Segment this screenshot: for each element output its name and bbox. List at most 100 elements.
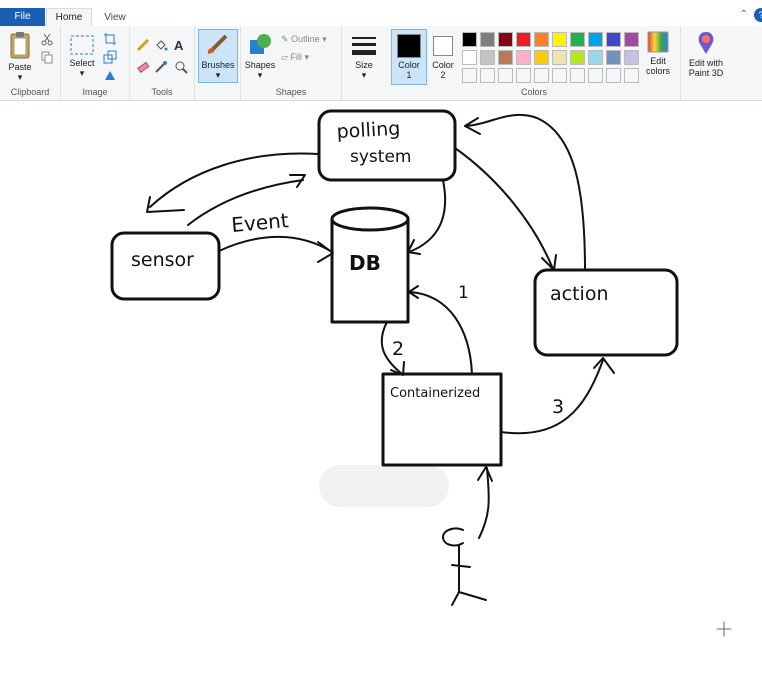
chevron-down-icon: ▾ <box>79 68 85 78</box>
custom-color-slot[interactable] <box>498 68 513 83</box>
palette-swatch[interactable] <box>498 32 513 47</box>
palette-swatch[interactable] <box>624 50 639 65</box>
floating-toolbar-ghost <box>319 465 449 507</box>
custom-color-slot[interactable] <box>462 68 477 83</box>
color2-button[interactable]: Color 2 <box>428 30 458 80</box>
outline-button[interactable]: ✎ Outline ▾ <box>281 34 327 44</box>
custom-color-slot[interactable] <box>534 68 549 83</box>
paste-button[interactable]: Paste ▾ <box>4 30 36 82</box>
color-picker-icon[interactable] <box>154 60 168 74</box>
step-3-label: 3 <box>552 396 564 418</box>
edit-with-paint3d-button[interactable]: Edit with Paint 3D <box>683 30 729 78</box>
tools-group-label: Tools <box>151 87 173 97</box>
arrow-sensor-to-polling <box>187 179 304 226</box>
ribbon: Paste ▾ Clipboard Select ▾ Image <box>0 26 762 101</box>
palette-swatch[interactable] <box>480 32 495 47</box>
edit-colors-line1: Edit <box>650 56 666 66</box>
edit-colors-line2: colors <box>645 66 670 76</box>
size-button[interactable]: Size ▾ <box>348 34 380 80</box>
edit-colors-button[interactable]: Edit colors <box>640 30 676 76</box>
resize-icon[interactable] <box>103 50 117 64</box>
eraser-icon[interactable] <box>136 60 150 74</box>
image-group-label: Image <box>82 87 108 97</box>
custom-color-slot[interactable] <box>552 68 567 83</box>
palette-swatch[interactable] <box>498 50 513 65</box>
copy-icon[interactable] <box>40 50 54 64</box>
palette-swatch[interactable] <box>462 50 477 65</box>
text-tool-icon[interactable]: A <box>174 38 184 53</box>
palette-swatch[interactable] <box>570 50 585 65</box>
fill-label: Fill <box>290 52 302 62</box>
paint3d-line1: Edit with <box>688 58 723 68</box>
crosshair-cursor-icon <box>716 621 732 637</box>
palette-swatch[interactable] <box>552 50 567 65</box>
rainbow-icon <box>647 31 669 53</box>
custom-color-slot[interactable] <box>516 68 531 83</box>
custom-color-slot[interactable] <box>588 68 603 83</box>
custom-color-slot[interactable] <box>624 68 639 83</box>
palette-swatch[interactable] <box>516 50 531 65</box>
palette-swatch[interactable] <box>588 32 603 47</box>
help-icon[interactable]: ? <box>754 8 762 22</box>
fill-bucket-icon[interactable] <box>154 38 168 52</box>
fill-button[interactable]: ▱ Fill ▾ <box>281 52 309 62</box>
color1-swatch <box>397 34 421 58</box>
db-label: DB <box>349 251 381 275</box>
chevron-down-icon: ▾ <box>361 70 367 80</box>
arrow-person-to-container <box>478 467 490 539</box>
color1-number: 1 <box>406 70 412 80</box>
custom-color-slot[interactable] <box>480 68 495 83</box>
palette-swatch[interactable] <box>462 32 477 47</box>
arrow-polling-to-db <box>408 179 447 253</box>
select-button[interactable]: Select ▾ <box>65 34 99 78</box>
palette-swatch[interactable] <box>552 32 567 47</box>
tab-home[interactable]: Home <box>46 8 92 27</box>
tab-bar: File Home View ⌃ ? <box>0 0 762 27</box>
custom-color-slot[interactable] <box>570 68 585 83</box>
db-cylinder <box>330 206 410 324</box>
custom-color-slot[interactable] <box>606 68 621 83</box>
palette-swatch[interactable] <box>588 50 603 65</box>
tab-view[interactable]: View <box>104 12 126 23</box>
stick-figure-icon <box>442 527 487 606</box>
crop-icon[interactable] <box>103 32 117 46</box>
system-label: system <box>350 147 411 167</box>
palette-swatch[interactable] <box>624 32 639 47</box>
group-image: Select ▾ Image <box>61 26 130 100</box>
paint3d-icon <box>698 32 714 54</box>
select-label: Select <box>69 58 95 68</box>
action-box <box>533 268 679 357</box>
clipboard-icon <box>10 32 30 59</box>
collapse-ribbon-icon[interactable]: ⌃ <box>739 9 748 20</box>
palette-swatch[interactable] <box>606 32 621 47</box>
outline-icon: ✎ <box>281 34 289 44</box>
size-label: Size <box>355 60 373 70</box>
palette-swatch[interactable] <box>480 50 495 65</box>
palette-swatch[interactable] <box>570 32 585 47</box>
palette-swatch[interactable] <box>534 32 549 47</box>
drawing-canvas[interactable]: polling system Event sensor DB action Co… <box>0 101 762 683</box>
color2-swatch <box>433 36 453 56</box>
palette-swatch[interactable] <box>606 50 621 65</box>
arrow-polling-to-sensor <box>149 152 319 208</box>
arrow-action-to-polling <box>464 113 586 271</box>
group-brushes: Brushes ▾ <box>195 26 241 100</box>
brushes-label: Brushes <box>201 60 235 70</box>
colors-group-label: Colors <box>520 87 547 97</box>
cut-icon[interactable] <box>40 32 54 46</box>
rotate-icon[interactable] <box>103 68 117 82</box>
color1-button[interactable]: Color 1 <box>391 29 427 85</box>
pencil-icon[interactable] <box>136 38 150 52</box>
tab-file[interactable]: File <box>0 8 45 26</box>
containerized-label: Containerized <box>390 386 480 401</box>
step-1-label: 1 <box>458 283 469 303</box>
palette-swatch[interactable] <box>534 50 549 65</box>
palette-swatch[interactable] <box>516 32 531 47</box>
clipboard-group-label: Clipboard <box>10 87 50 97</box>
shapes-button[interactable]: Shapes ▾ <box>243 32 277 80</box>
brushes-button[interactable]: Brushes ▾ <box>198 29 238 83</box>
chevron-down-icon: ▾ <box>17 72 23 82</box>
magnifier-icon[interactable] <box>174 60 188 74</box>
hand-drawn-diagram[interactable]: polling system Event sensor DB action Co… <box>0 101 762 683</box>
group-clipboard: Paste ▾ Clipboard <box>0 26 61 100</box>
